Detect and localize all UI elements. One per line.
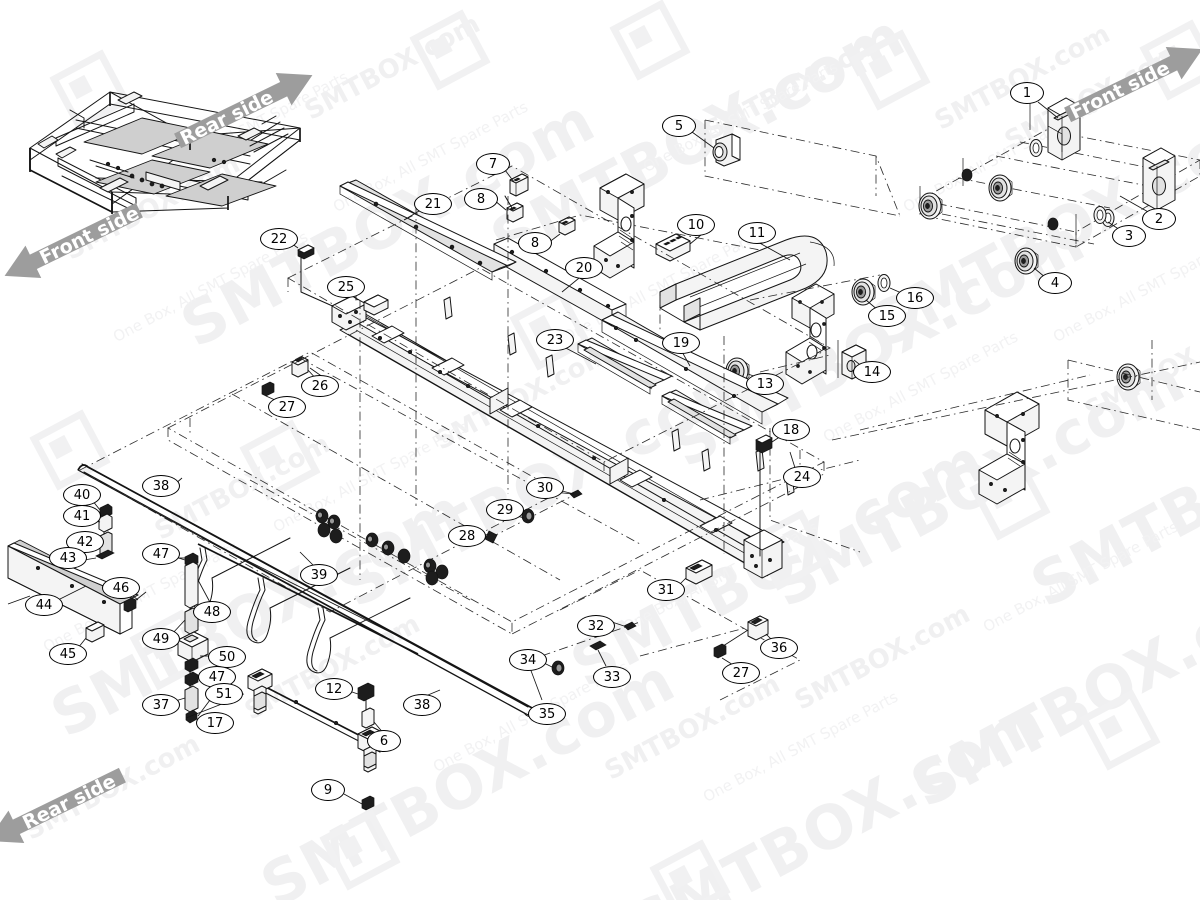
- callout-balloon-51[interactable]: 51: [205, 683, 243, 705]
- arrow-icon: [1064, 46, 1200, 123]
- machine-frame-overview: [29, 91, 301, 215]
- callout-balloon-19[interactable]: 19: [662, 332, 700, 354]
- callout-balloon-1[interactable]: 1: [1010, 82, 1044, 104]
- callout-balloon-47[interactable]: 47: [198, 666, 236, 688]
- callout-balloon-21[interactable]: 21: [414, 193, 452, 215]
- part-19-rail-plate: [601, 311, 789, 425]
- part-23-slot-plate-b: [661, 389, 753, 445]
- center-mounting-bracket: [593, 173, 645, 279]
- part-22-clip: [297, 244, 347, 313]
- bolt-cluster: [315, 508, 449, 586]
- callout-balloon-33[interactable]: 33: [593, 666, 631, 688]
- callout-balloon-46[interactable]: 46: [102, 577, 140, 599]
- callout-balloon-6[interactable]: 6: [367, 730, 401, 752]
- callout-balloon-15[interactable]: 15: [868, 305, 906, 327]
- callout-balloon-27[interactable]: 27: [268, 396, 306, 418]
- right-roller-group: [918, 96, 1200, 431]
- callout-balloon-37[interactable]: 37: [142, 694, 180, 716]
- part-8-bracket-a: [504, 195, 524, 223]
- callout-balloon-11[interactable]: 11: [738, 222, 776, 244]
- callout-balloon-12[interactable]: 12: [315, 678, 353, 700]
- callout-balloon-43[interactable]: 43: [49, 547, 87, 569]
- callout-balloon-39[interactable]: 39: [300, 564, 338, 586]
- callout-balloon-30[interactable]: 30: [526, 477, 564, 499]
- part-11-cable-carrier: [659, 235, 835, 331]
- callout-balloon-8[interactable]: 8: [518, 232, 552, 254]
- callout-balloon-24[interactable]: 24: [783, 466, 821, 488]
- callout-balloon-35[interactable]: 35: [528, 703, 566, 725]
- callout-balloon-22[interactable]: 22: [260, 228, 298, 250]
- projection-lines: [79, 165, 1200, 701]
- callout-balloon-8[interactable]: 8: [464, 188, 498, 210]
- callout-balloon-9[interactable]: 9: [311, 779, 345, 801]
- callout-balloon-31[interactable]: 31: [647, 579, 685, 601]
- callout-balloon-20[interactable]: 20: [565, 257, 603, 279]
- part-31-clip: [675, 559, 713, 589]
- callout-balloon-10[interactable]: 10: [677, 214, 715, 236]
- part-27-screw-b: [713, 643, 739, 669]
- callout-balloon-41[interactable]: 41: [63, 505, 101, 527]
- callout-balloon-23[interactable]: 23: [536, 329, 574, 351]
- arrow-icon: [0, 767, 126, 844]
- callout-balloon-29[interactable]: 29: [486, 499, 524, 521]
- part-36-clip: [719, 615, 777, 649]
- callout-balloon-17[interactable]: 17: [196, 712, 234, 734]
- part-20-rail: [493, 237, 627, 327]
- arrow-icon: [4, 202, 143, 279]
- callout-balloon-2[interactable]: 2: [1142, 208, 1176, 230]
- part-39-wire-clips: [188, 537, 423, 674]
- part-10-connector: [655, 233, 691, 262]
- part-7-bracket: [509, 173, 529, 197]
- callout-balloon-14[interactable]: 14: [853, 361, 891, 383]
- callout-balloon-25[interactable]: 25: [327, 276, 365, 298]
- part-14-plate: [837, 340, 867, 380]
- callout-balloon-40[interactable]: 40: [63, 484, 101, 506]
- callout-balloon-7[interactable]: 7: [476, 153, 510, 175]
- callout-balloon-13[interactable]: 13: [746, 373, 784, 395]
- right-mounting-bracket: [859, 374, 1091, 505]
- callout-balloon-38[interactable]: 38: [142, 475, 180, 497]
- part-21-flat-bar: [339, 179, 517, 281]
- callout-balloon-5[interactable]: 5: [662, 115, 696, 137]
- main-conveyor-rail: [331, 295, 785, 579]
- lower-support-rail: [231, 668, 385, 811]
- callout-balloon-36[interactable]: 36: [760, 637, 798, 659]
- callout-balloon-4[interactable]: 4: [1038, 272, 1072, 294]
- callout-balloon-26[interactable]: 26: [301, 375, 339, 397]
- callout-balloon-47[interactable]: 47: [142, 543, 180, 565]
- callout-balloon-34[interactable]: 34: [509, 649, 547, 671]
- callout-balloon-16[interactable]: 16: [896, 287, 934, 309]
- callout-balloon-49[interactable]: 49: [142, 628, 180, 650]
- callout-balloon-27[interactable]: 27: [722, 662, 760, 684]
- part-23-slot-plate-a: [577, 337, 673, 395]
- callout-balloon-28[interactable]: 28: [448, 525, 486, 547]
- callout-balloon-45[interactable]: 45: [49, 643, 87, 665]
- fastener-chain-28-30: [471, 489, 583, 544]
- callout-balloon-18[interactable]: 18: [772, 419, 810, 441]
- callout-balloon-38[interactable]: 38: [403, 694, 441, 716]
- callout-balloon-48[interactable]: 48: [193, 601, 231, 623]
- callout-balloon-3[interactable]: 3: [1112, 225, 1146, 247]
- callout-balloon-50[interactable]: 50: [208, 646, 246, 668]
- part-5-roller: [704, 119, 901, 217]
- part-18-clip: [755, 433, 785, 557]
- part-8-bracket-b: [495, 214, 761, 251]
- callout-balloon-44[interactable]: 44: [25, 594, 63, 616]
- arrow-icon: [174, 72, 313, 149]
- part-25-cap: [355, 291, 389, 316]
- callout-balloon-32[interactable]: 32: [577, 615, 615, 637]
